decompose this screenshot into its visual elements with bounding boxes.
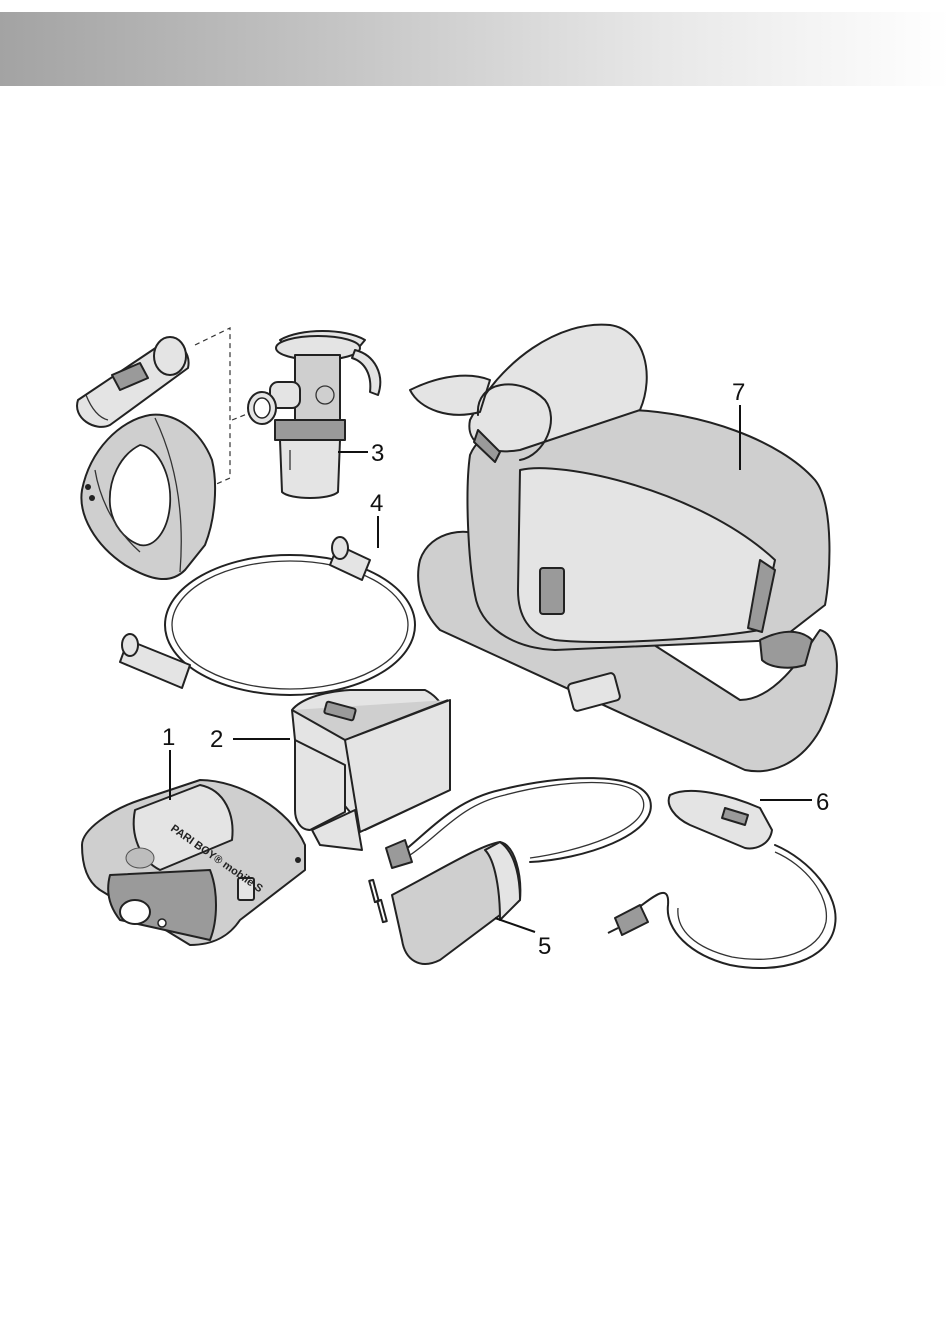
- battery-pack-part: [292, 690, 450, 850]
- callout-6: 6: [816, 789, 829, 816]
- nebuliser-part: [248, 331, 380, 498]
- callout-7: 7: [732, 379, 745, 406]
- callout-4: 4: [370, 490, 383, 517]
- mouthpiece-and-mask-group: [77, 328, 262, 579]
- callout-3: 3: [371, 440, 384, 467]
- compressor-part: PARI BOY® mobile S: [82, 780, 305, 945]
- callout-5: 5: [538, 933, 551, 960]
- callout-1: 1: [162, 724, 175, 751]
- carry-bag-part: [410, 325, 837, 772]
- car-adapter-part: [608, 791, 836, 968]
- leader-5: [495, 918, 535, 932]
- callout-2: 2: [210, 726, 223, 753]
